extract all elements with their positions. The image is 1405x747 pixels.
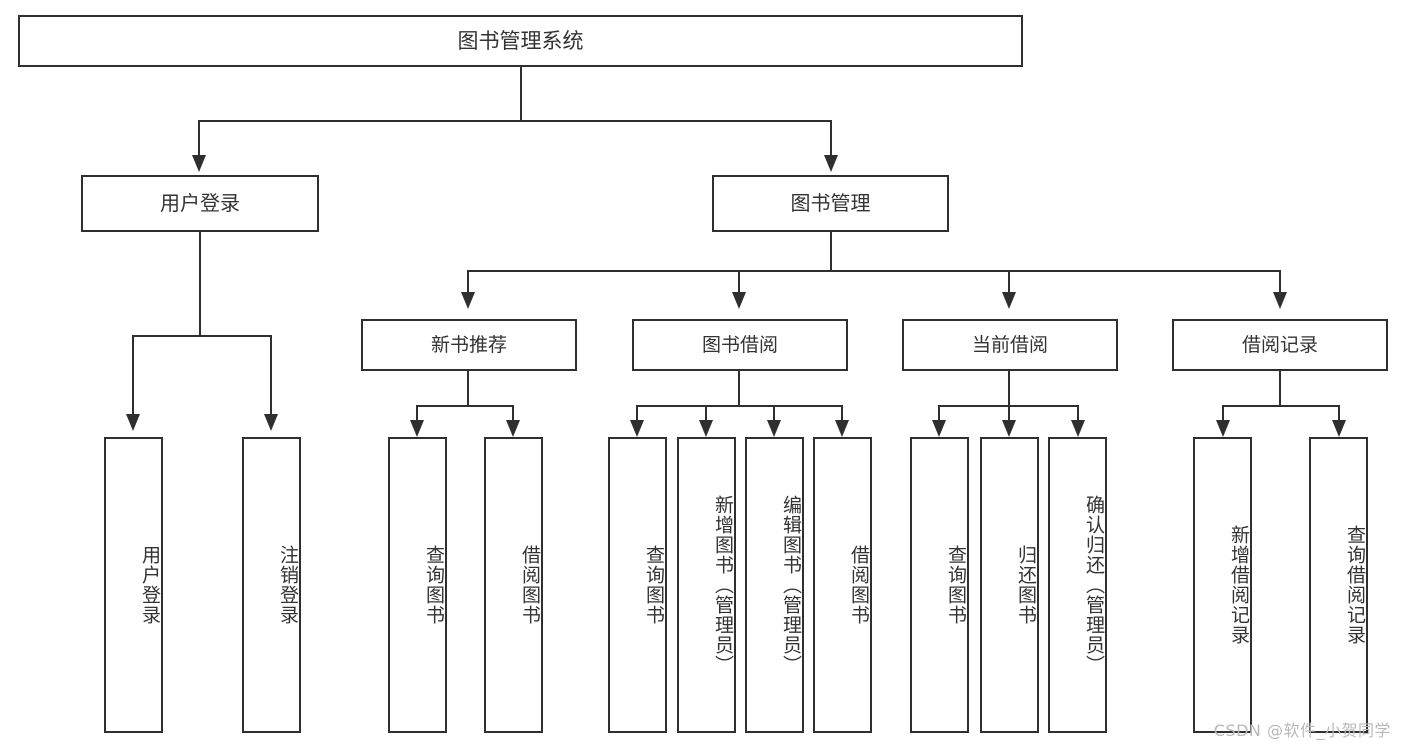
connector-root-bus	[198, 120, 832, 122]
node-label: 查询图书	[423, 545, 445, 625]
connector-drop-book-borrow	[738, 270, 740, 294]
node-label: 新书推荐	[430, 333, 507, 356]
node-label: 归还图书	[1015, 545, 1037, 625]
node-label: 新增图书（管理员）	[712, 495, 734, 675]
arrowhead-leaf-user-login	[126, 414, 140, 431]
node-book-management[interactable]: 图书管理	[712, 175, 949, 232]
node-leaf-add-record[interactable]: 新增借阅记录	[1193, 437, 1252, 733]
node-book-borrow[interactable]: 图书借阅	[632, 319, 848, 371]
connector-drop-leaf-add-book	[705, 405, 707, 423]
node-new-book-recommend[interactable]: 新书推荐	[361, 319, 577, 371]
arrowhead-leaf-borrow-book-2	[835, 420, 849, 437]
arrowhead-book-borrow	[732, 292, 746, 309]
node-leaf-query-record[interactable]: 查询借阅记录	[1309, 437, 1368, 733]
connector-drop-leaf-return-book	[1008, 405, 1010, 423]
node-label: 图书借阅	[701, 333, 778, 356]
arrowhead-borrow-record	[1273, 292, 1287, 309]
connector-drop-user-login	[198, 120, 200, 158]
connector-drop-borrow-record	[1279, 270, 1281, 294]
connector-drop-leaf-logout-login	[270, 335, 272, 417]
node-label: 新增借阅记录	[1228, 525, 1250, 645]
arrowhead-leaf-edit-book	[767, 420, 781, 437]
arrowhead-leaf-borrow-book-1	[506, 420, 520, 437]
connector-drop-leaf-query-record	[1338, 405, 1340, 423]
node-label: 确认归还（管理员）	[1083, 495, 1105, 675]
connector-root-stem	[520, 67, 522, 120]
connector-user-login-bus	[132, 335, 270, 337]
node-leaf-return-book[interactable]: 归还图书	[980, 437, 1039, 733]
arrowhead-leaf-add-record	[1216, 420, 1230, 437]
node-leaf-edit-book[interactable]: 编辑图书（管理员）	[745, 437, 804, 733]
node-leaf-query-book-1[interactable]: 查询图书	[388, 437, 447, 733]
arrowhead-current-borrow	[1002, 292, 1016, 309]
node-label: 图书管理	[790, 190, 871, 215]
arrowhead-user-login	[192, 155, 206, 172]
connector-drop-leaf-confirm-return	[1077, 405, 1079, 423]
arrowhead-leaf-query-book-1	[410, 420, 424, 437]
node-borrow-record[interactable]: 借阅记录	[1172, 319, 1388, 371]
node-leaf-user-login[interactable]: 用户登录	[104, 437, 163, 733]
node-label: 查询图书	[945, 545, 967, 625]
node-label: 查询借阅记录	[1344, 525, 1366, 645]
arrowhead-leaf-confirm-return	[1071, 420, 1085, 437]
connector-borrow-record-stem	[1279, 371, 1281, 405]
node-label: 注销登录	[277, 545, 299, 625]
node-leaf-query-book-3[interactable]: 查询图书	[910, 437, 969, 733]
node-label: 用户登录	[139, 545, 161, 625]
connector-drop-leaf-borrow-book-2	[841, 405, 843, 423]
node-label: 当前借阅	[971, 333, 1048, 356]
arrowhead-leaf-return-book	[1002, 420, 1016, 437]
node-leaf-query-book-2[interactable]: 查询图书	[608, 437, 667, 733]
node-leaf-confirm-return[interactable]: 确认归还（管理员）	[1048, 437, 1107, 733]
connector-drop-current-borrow	[1008, 270, 1010, 294]
node-label: 借阅图书	[848, 545, 870, 625]
node-label: 编辑图书（管理员）	[780, 495, 802, 675]
node-label: 用户登录	[160, 190, 240, 215]
connector-drop-leaf-query-book-3	[938, 405, 940, 423]
connector-book-management-stem	[830, 232, 832, 270]
connector-drop-leaf-add-record	[1222, 405, 1224, 423]
node-label: 借阅记录	[1241, 333, 1318, 356]
connector-new-book-recommend-bus	[416, 405, 514, 407]
connector-borrow-record-bus	[1222, 405, 1340, 407]
connector-drop-book-management	[830, 120, 832, 158]
node-user-login[interactable]: 用户登录	[81, 175, 319, 232]
arrowhead-leaf-add-book	[699, 420, 713, 437]
connector-drop-leaf-query-book-1	[416, 405, 418, 423]
arrowhead-book-management	[824, 155, 838, 172]
connector-drop-leaf-edit-book	[773, 405, 775, 423]
node-leaf-borrow-book-2[interactable]: 借阅图书	[813, 437, 872, 733]
connector-drop-leaf-borrow-book-1	[512, 405, 514, 423]
connector-drop-new-book-recommend	[467, 270, 469, 294]
node-label: 借阅图书	[519, 545, 541, 625]
connector-book-borrow-stem	[738, 371, 740, 405]
connector-drop-leaf-user-login	[132, 335, 134, 417]
node-label: 图书管理系统	[457, 28, 584, 53]
arrowhead-new-book-recommend	[461, 292, 475, 309]
arrowhead-leaf-query-record	[1332, 420, 1346, 437]
connector-current-borrow-stem	[1008, 371, 1010, 405]
arrowhead-leaf-query-book-3	[932, 420, 946, 437]
node-current-borrow[interactable]: 当前借阅	[902, 319, 1118, 371]
arrowhead-leaf-query-book-2	[630, 420, 644, 437]
connector-user-login-stem	[199, 232, 201, 335]
node-leaf-add-book[interactable]: 新增图书（管理员）	[677, 437, 736, 733]
node-label: 查询图书	[643, 545, 665, 625]
node-root-system[interactable]: 图书管理系统	[18, 15, 1023, 67]
arrowhead-leaf-logout-login	[264, 414, 278, 431]
connector-new-book-recommend-stem	[467, 371, 469, 405]
connector-book-management-bus	[467, 270, 1281, 272]
node-leaf-logout-login[interactable]: 注销登录	[242, 437, 301, 733]
connector-book-borrow-bus	[636, 405, 842, 407]
node-leaf-borrow-book-1[interactable]: 借阅图书	[484, 437, 543, 733]
connector-drop-leaf-query-book-2	[636, 405, 638, 423]
